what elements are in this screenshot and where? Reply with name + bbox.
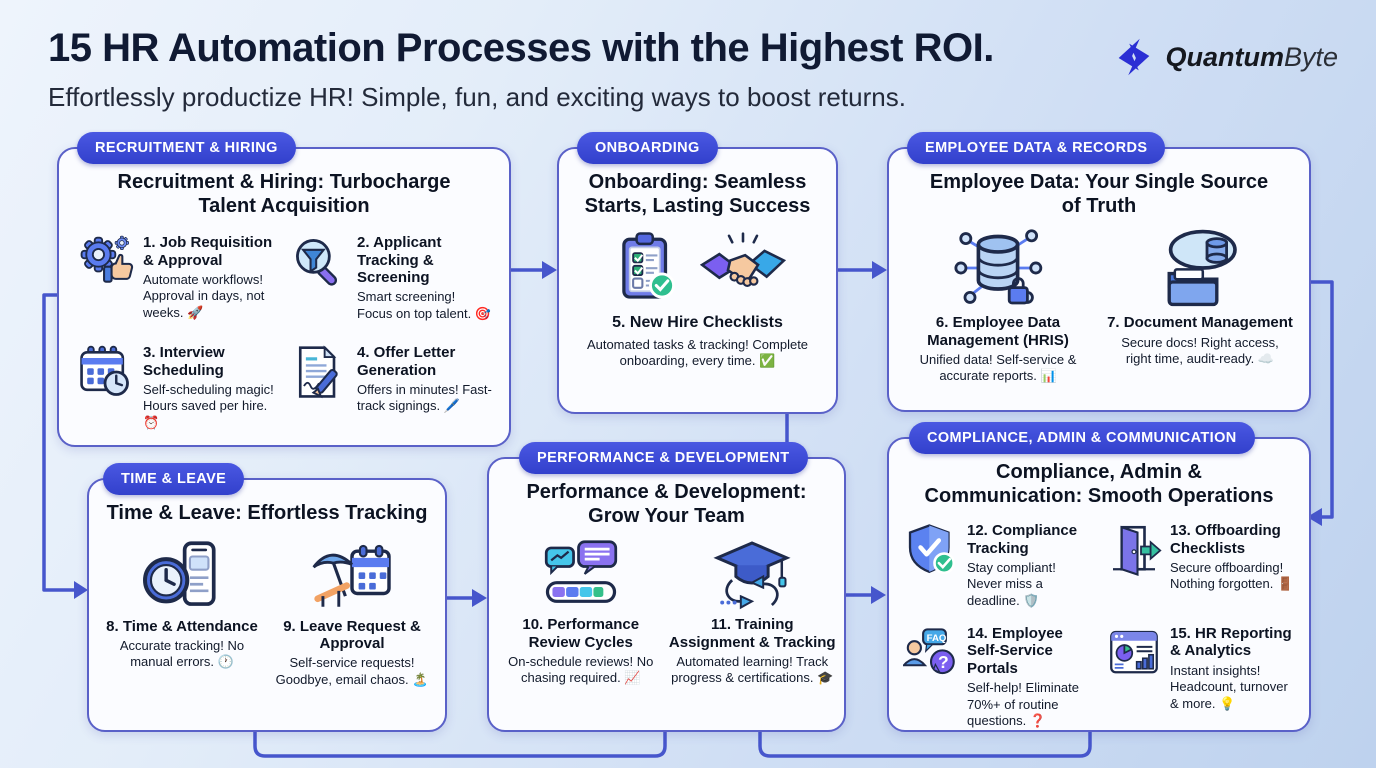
- item-title: 4. Offer Letter Generation: [357, 344, 456, 379]
- document-pen-icon: [298, 345, 338, 399]
- item-title: 6. Employee Data Management (HRIS): [927, 314, 1069, 349]
- item-desc: Self-scheduling magic! Hours saved per h…: [143, 381, 274, 430]
- badge-compliance: COMPLIANCE, ADMIN & COMMUNICATION: [909, 422, 1255, 454]
- item-title: 14. Employee Self-Service Portals: [967, 625, 1063, 677]
- card-title-compliance: Compliance, Admin & Communication: Smoot…: [924, 461, 1274, 507]
- graduation-cap-icon: [713, 541, 791, 610]
- item-desc: Accurate tracking! No manual errors. 🕐: [119, 637, 245, 670]
- list-item-8: 8. Time & Attendance Accurate tracking! …: [97, 538, 267, 689]
- feedback-progress-icon: [544, 540, 617, 604]
- card-title-time-leave: Time & Leave: Effortless Tracking: [106, 502, 428, 524]
- item-desc: Automate workflows! Approval in days, no…: [143, 271, 265, 320]
- shield-check-icon: [908, 524, 956, 575]
- item-title: 9. Leave Request & Approval: [283, 617, 421, 652]
- badge-onboarding: ONBOARDING: [577, 132, 718, 164]
- badge-recruitment-hiring: RECRUITMENT & HIRING: [77, 132, 296, 164]
- beach-calendar-icon: [312, 544, 391, 607]
- list-item-15: 15. HR Reporting & Analytics Instant ins…: [1106, 625, 1297, 729]
- item-title: 8. Time & Attendance: [106, 617, 258, 635]
- handshake-icon: [699, 232, 786, 288]
- database-network-icon: [954, 229, 1043, 305]
- brand-name-bold: Quantum: [1165, 41, 1284, 72]
- item-title: 11. Training Assignment & Tracking: [668, 616, 836, 651]
- item-title: 5. New Hire Checklists: [612, 314, 783, 332]
- item-desc: Secure docs! Right access, right time, a…: [1121, 334, 1279, 366]
- item-title: 15. HR Reporting & Analytics: [1170, 625, 1292, 660]
- item-title: 7. Document Management: [1107, 314, 1293, 332]
- page-title: 15 HR Automation Processes with the High…: [48, 26, 994, 70]
- page-subtitle: Effortlessly productize HR! Simple, fun,…: [48, 82, 906, 112]
- card-recruitment-hiring: RECRUITMENT & HIRING Recruitment & Hirin…: [57, 132, 511, 447]
- item-desc: Unified data! Self-service & accurate re…: [919, 351, 1077, 384]
- faq-person-icon: FAQ ?: [903, 628, 955, 675]
- item-desc: Self-service requests! Goodbye, email ch…: [275, 655, 429, 687]
- magnifier-funnel-icon: [296, 239, 337, 286]
- item-title: 3. Interview Scheduling: [143, 344, 225, 379]
- item-desc: Stay compliant! Never miss a deadline. 🛡…: [967, 559, 1056, 608]
- item-title: 10. Performance Review Cycles: [522, 616, 640, 651]
- card-employee-data: EMPLOYEE DATA & RECORDS Employee Data: Y…: [887, 132, 1311, 412]
- brand-logo-text: QuantumByte: [1165, 42, 1338, 73]
- clock-phone-icon: [143, 541, 216, 606]
- door-arrow-icon: [1113, 525, 1162, 577]
- item-title: 1. Job Requisition & Approval: [143, 234, 273, 269]
- card-title-recruitment: Recruitment & Hiring: Turbocharge Talent…: [117, 171, 451, 217]
- item-desc: Self-help! Eliminate 70%+ of routine que…: [967, 680, 1079, 729]
- list-item-9: 9. Leave Request & Approval Self-service…: [267, 538, 437, 689]
- badge-employee-data: EMPLOYEE DATA & RECORDS: [907, 132, 1166, 164]
- card-title-onboarding: Onboarding: Seamless Starts, Lasting Suc…: [584, 171, 811, 217]
- item-desc: Secure offboarding! Nothing forgotten. 🚪: [1170, 559, 1294, 592]
- list-item-10: 10. Performance Review Cycles On-schedul…: [495, 538, 667, 687]
- card-title-employee-data: Employee Data: Your Single Source of Tru…: [929, 171, 1269, 217]
- list-item-14: FAQ ? 14. Employee Self-Service Portals …: [903, 625, 1094, 729]
- dashboard-analytics-icon: [1110, 630, 1158, 674]
- item-title: 2. Applicant Tracking & Screening: [357, 234, 442, 286]
- list-item-3: 3. Interview Scheduling Self-scheduling …: [75, 342, 279, 431]
- item-title: 13. Offboarding Checklists: [1170, 522, 1281, 557]
- list-item-11: 11. Training Assignment & Tracking Autom…: [667, 538, 839, 687]
- card-compliance-admin: COMPLIANCE, ADMIN & COMMUNICATION Compli…: [887, 422, 1311, 732]
- svg-text:?: ?: [938, 652, 949, 672]
- brand-name-light: Byte: [1283, 41, 1338, 72]
- list-item-5: 5. New Hire Checklists Automated tasks &…: [559, 310, 836, 369]
- quantumbyte-logo-icon: [1119, 38, 1150, 76]
- calendar-clock-icon: [80, 345, 129, 397]
- item-desc: Instant insights! Headcount, turnover & …: [1170, 662, 1288, 711]
- list-item-12: 12. Compliance Tracking Stay compliant! …: [903, 522, 1094, 609]
- card-time-leave: TIME & LEAVE Time & Leave: Effortless Tr…: [87, 463, 447, 732]
- list-item-13: 13. Offboarding Checklists Secure offboa…: [1106, 522, 1297, 609]
- badge-time-leave: TIME & LEAVE: [103, 463, 245, 495]
- list-item-7: 7. Document Management Secure docs! Righ…: [1101, 226, 1299, 385]
- svg-text:FAQ: FAQ: [927, 633, 947, 644]
- card-performance-development: PERFORMANCE & DEVELOPMENT Performance & …: [487, 442, 846, 732]
- card-onboarding: ONBOARDING Onboarding: Seamless Starts, …: [557, 132, 838, 414]
- badge-performance: PERFORMANCE & DEVELOPMENT: [519, 442, 808, 474]
- item-desc: On-schedule reviews! No chasing required…: [508, 653, 654, 686]
- item-desc: Offers in minutes! Fast-track signings. …: [357, 381, 492, 414]
- list-item-2: 2. Applicant Tracking & Screening Smart …: [289, 232, 493, 322]
- cloud-folder-icon: [1167, 229, 1237, 307]
- gear-thumbs-up-icon: [80, 235, 134, 283]
- item-desc: Automated tasks & tracking! Complete onb…: [586, 336, 809, 369]
- brand-logo: QuantumByte: [1111, 34, 1338, 80]
- item-desc: Smart screening! Focus on top talent. 🎯: [357, 289, 491, 321]
- list-item-1: 1. Job Requisition & Approval Automate w…: [75, 232, 279, 322]
- item-title: 12. Compliance Tracking: [967, 522, 1078, 557]
- card-title-performance: Performance & Development: Grow Your Tea…: [526, 481, 807, 527]
- item-desc: Automated learning! Track progress & cer…: [671, 653, 834, 686]
- list-item-4: 4. Offer Letter Generation Offers in min…: [289, 342, 493, 431]
- checklist-clipboard-icon: [621, 232, 675, 299]
- list-item-6: 6. Employee Data Management (HRIS) Unifi…: [899, 226, 1097, 385]
